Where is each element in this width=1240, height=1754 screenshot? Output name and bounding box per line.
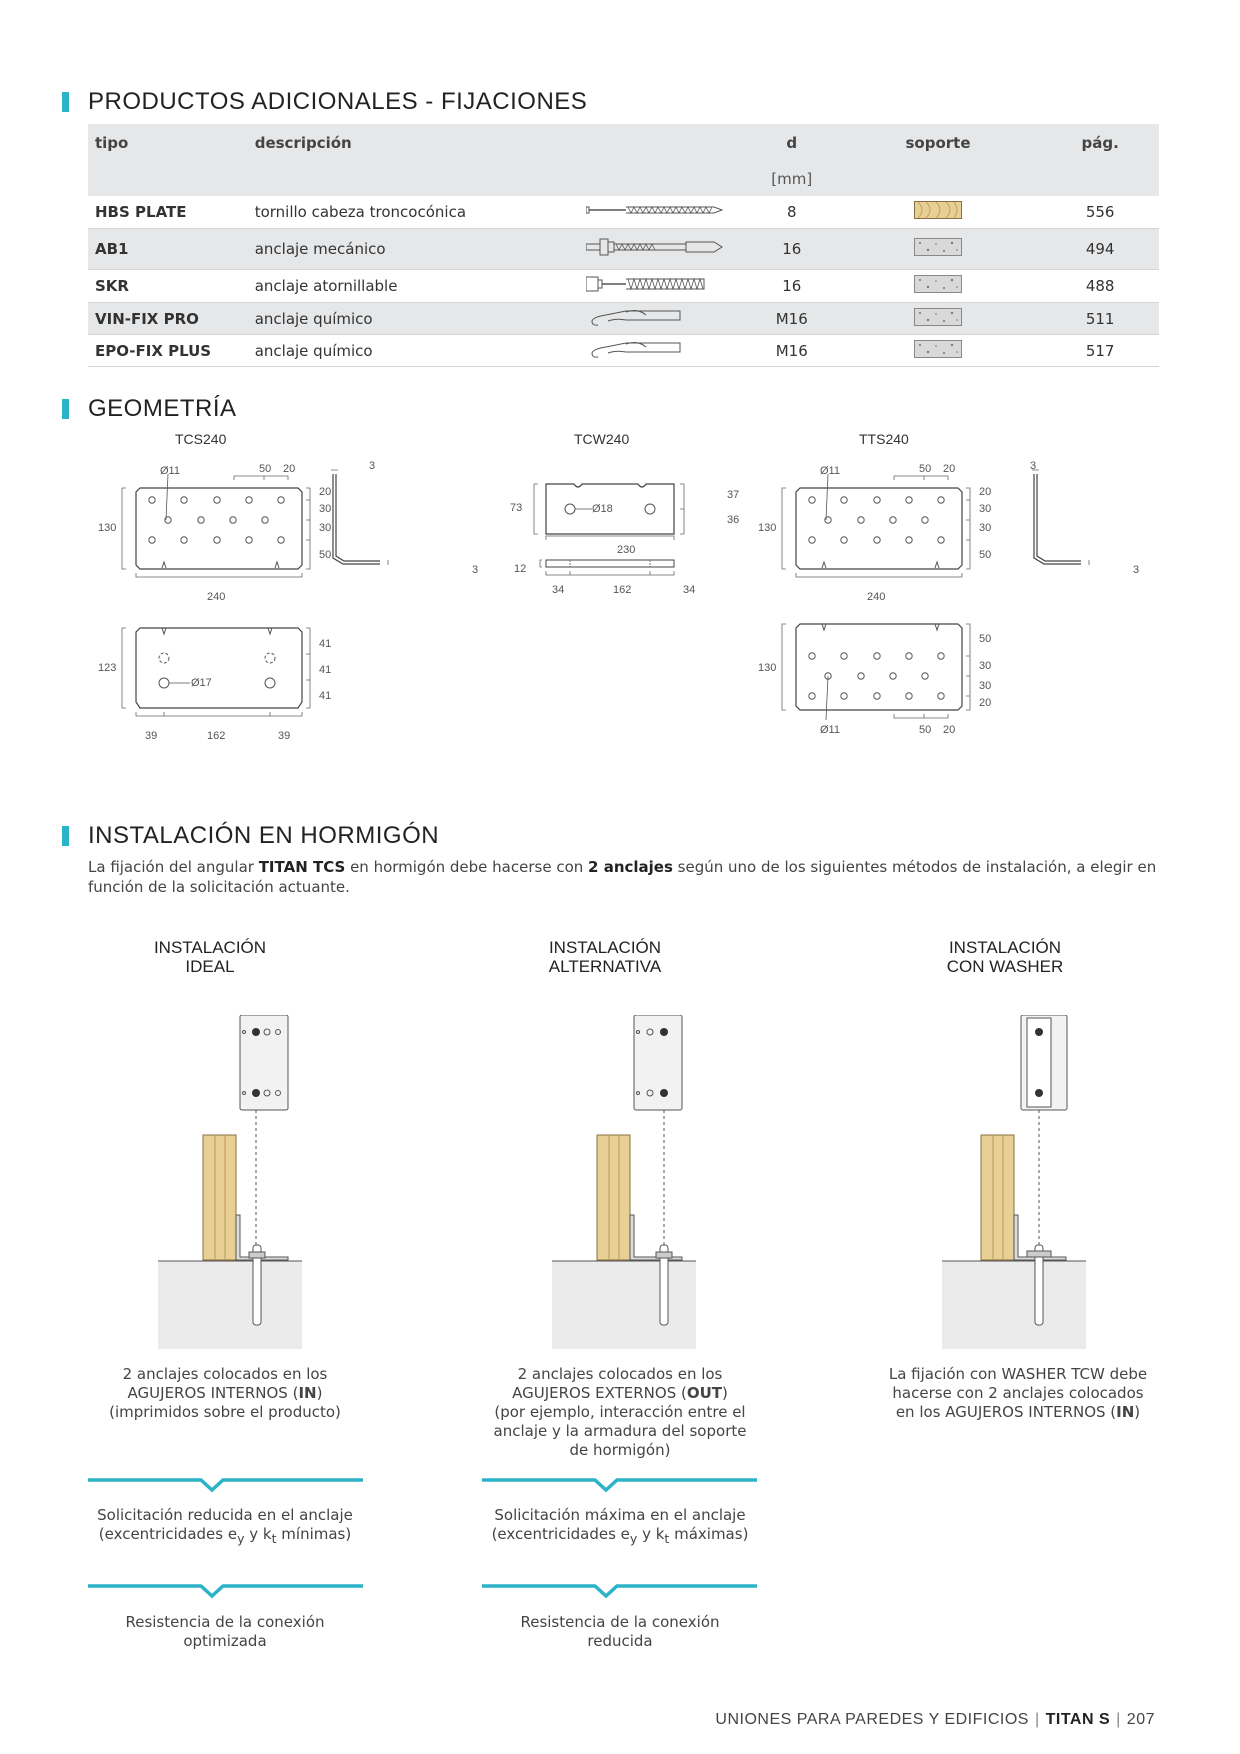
install-ideal-illustration: [158, 1015, 302, 1349]
table-row: SKR anclaje atornillable 16 488: [88, 269, 1159, 303]
header-tipo: tipo: [88, 124, 254, 162]
section-title: INSTALACIÓN EN HORMIGÓN: [88, 822, 440, 849]
concrete-support-icon: [914, 307, 963, 326]
install-washer-description: La fijación con WASHER TCW debe hacerse …: [888, 1365, 1148, 1421]
arrow-divider: [482, 1584, 757, 1599]
chemical-anchor-icon: [591, 341, 681, 358]
mechanical-anchor-icon: [585, 238, 724, 256]
section-header-products: PRODUCTOS ADICIONALES - FIJACIONES: [62, 88, 587, 116]
tcs240-base-drawing: [121, 627, 311, 717]
screw-anchor-icon: [585, 276, 705, 292]
tts240-plate-drawing: [781, 469, 1090, 578]
fixings-table: tipo descripción d soporte pág. [mm] HBS…: [88, 124, 1159, 367]
table-header-row: tipo descripción d soporte pág.: [88, 124, 1159, 162]
section-header-geometry: GEOMETRÍA: [62, 395, 237, 423]
table-row: AB1 anclaje mecánico 16 494: [88, 228, 1159, 270]
arrow-divider: [88, 1584, 363, 1599]
screw-icon: [585, 206, 724, 214]
table-row: VIN-FIX PRO anclaje químico M16 511: [88, 302, 1159, 335]
arrow-divider: [88, 1478, 363, 1493]
install-ideal-description: 2 anclajes colocados en los AGUJEROS INT…: [109, 1365, 341, 1421]
chemical-anchor-icon: [591, 309, 681, 326]
install-alternative-final: Resistencia de la conexión reducida: [520, 1613, 720, 1650]
tcs240-plate-drawing: [121, 469, 389, 578]
header-soporte: soporte: [834, 124, 1042, 162]
install-washer-illustration: [942, 1015, 1086, 1349]
arrow-divider: [482, 1478, 757, 1493]
header-d: d: [748, 124, 835, 162]
install-ideal-final: Resistencia de la conexión optimizada: [125, 1613, 325, 1650]
tcs240-title: TCS240: [175, 431, 227, 447]
table-row: EPO-FIX PLUS anclaje químico M16 517: [88, 334, 1159, 367]
install-alternative-result: Solicitación máxima en el anclaje (excen…: [491, 1506, 749, 1546]
concrete-support-icon: [914, 339, 963, 358]
section-header-install: INSTALACIÓN EN HORMIGÓN: [62, 822, 439, 850]
install-alternative-description: 2 anclajes colocados en los AGUJEROS EXT…: [493, 1365, 747, 1459]
header-pag: pág.: [1041, 124, 1159, 162]
wood-support-icon: [914, 201, 963, 219]
install-ideal-result: Solicitación reducida en el anclaje (exc…: [97, 1506, 353, 1546]
install-alternative-illustration: [552, 1015, 696, 1349]
header-d-unit: [mm]: [748, 162, 835, 196]
tts240-base-drawing: [781, 623, 971, 721]
tcw240-washer-drawing: [533, 483, 685, 576]
header-descripcion: descripción: [253, 124, 586, 162]
page-number: 207: [1126, 1711, 1155, 1728]
section-title: GEOMETRÍA: [88, 395, 237, 422]
section-marker: [62, 826, 69, 846]
tts240-title: TTS240: [859, 431, 909, 447]
concrete-support-icon: [914, 275, 963, 293]
table-row: HBS PLATE tornillo cabeza troncocónica 8…: [88, 196, 1159, 229]
section-marker: [62, 399, 69, 419]
page-footer: UNIONES PARA PAREDES Y EDIFICIOS|TITAN S…: [715, 1711, 1155, 1728]
tcw240-title: TCW240: [574, 431, 630, 447]
concrete-support-icon: [914, 238, 963, 256]
section-marker: [62, 92, 69, 112]
section-title: PRODUCTOS ADICIONALES - FIJACIONES: [88, 88, 588, 115]
install-intro: La fijación del angular TITAN TCS en hor…: [88, 858, 1157, 896]
